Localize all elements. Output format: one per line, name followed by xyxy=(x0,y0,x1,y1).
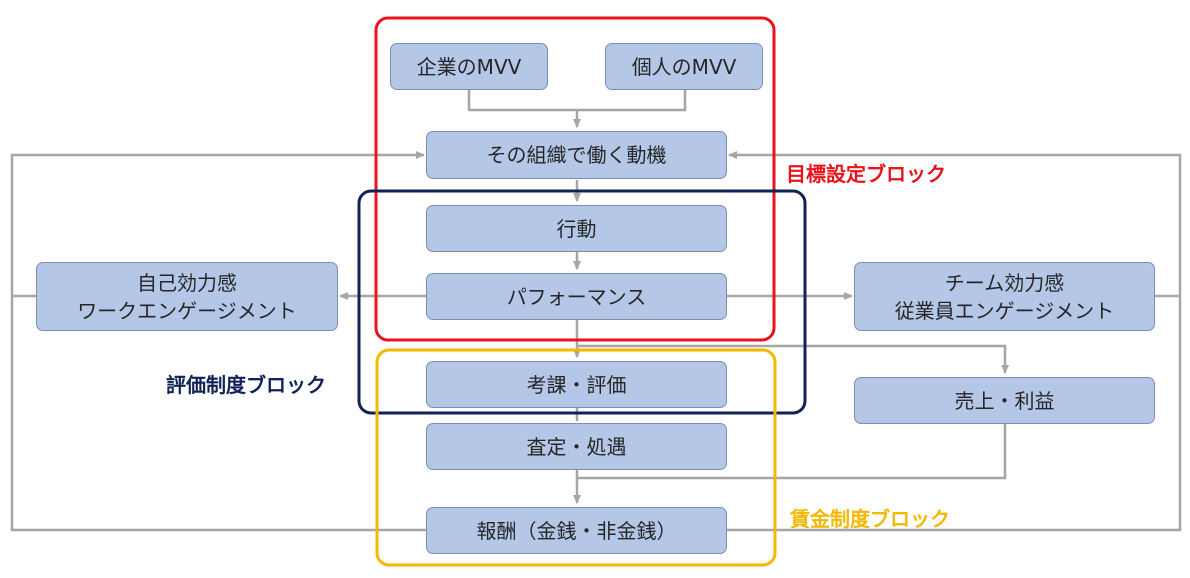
arrow-right-feedback-loop xyxy=(727,151,1182,532)
work-engagement-label: ワークエンゲージメント xyxy=(77,298,297,323)
motivation-box: その組織で働く動機 xyxy=(426,131,727,179)
arrow-left-feedback-loop xyxy=(10,151,426,532)
personal-mvv-box: 個人のMVV xyxy=(605,43,763,90)
performance-box: パフォーマンス xyxy=(426,273,727,320)
evaluation-block-outline xyxy=(357,189,807,415)
goal-setting-block-label: 目標設定ブロック xyxy=(786,162,946,186)
arrow-corp-mvv-to-motivation xyxy=(467,90,581,128)
assessment-box: 査定・処遇 xyxy=(426,423,727,470)
evaluation-box: 考課・評価 xyxy=(426,361,727,408)
reward-label: 報酬（金銭・非金銭） xyxy=(476,518,677,543)
team-efficacy-box: チーム効力感 従業員エンゲージメント xyxy=(854,262,1155,331)
self-efficacy-label: 自己効力感 xyxy=(137,270,237,295)
employee-engagement-label: 従業員エンゲージメント xyxy=(894,298,1115,323)
line-sales-to-reward xyxy=(577,424,1007,480)
wage-block-outline xyxy=(375,348,777,567)
personal-mvv-label: 個人のMVV xyxy=(631,54,737,79)
self-efficacy-box: 自己効力感 ワークエンゲージメント xyxy=(36,262,338,331)
action-label: 行動 xyxy=(556,216,597,241)
action-box: 行動 xyxy=(426,205,727,252)
corporate-mvv-box: 企業のMVV xyxy=(390,43,548,90)
motivation-label: その組織で働く動機 xyxy=(486,143,667,167)
sales-profit-label: 売上・利益 xyxy=(954,388,1055,413)
assessment-label: 査定・処遇 xyxy=(526,434,627,459)
performance-label: パフォーマンス xyxy=(506,284,647,309)
sales-profit-box: 売上・利益 xyxy=(854,377,1155,424)
wage-block-label: 賃金制度ブロック xyxy=(790,507,950,531)
goal-setting-block-outline xyxy=(374,16,776,342)
team-efficacy-label: チーム効力感 xyxy=(944,270,1065,295)
reward-box: 報酬（金銭・非金銭） xyxy=(426,507,727,554)
arrow-performance-to-sales xyxy=(577,344,1009,374)
evaluation-block-label: 評価制度ブロック xyxy=(166,373,326,397)
corporate-mvv-label: 企業のMVV xyxy=(416,54,522,79)
arrow-personal-mvv-merge xyxy=(577,90,687,112)
evaluation-label: 考課・評価 xyxy=(526,372,627,397)
